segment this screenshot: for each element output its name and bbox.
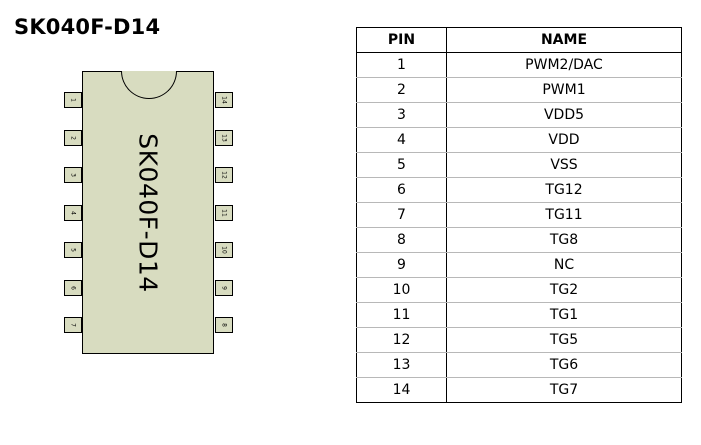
pin-number-cell: 4: [356, 127, 447, 153]
pin-number-cell: 2: [356, 77, 447, 103]
pin-number-cell: 14: [356, 377, 447, 403]
chip-pin: 4: [64, 204, 82, 221]
chip-pin-number: 10: [220, 246, 228, 254]
pin-number-cell: 10: [356, 277, 447, 303]
pin-name-cell: TG12: [446, 177, 682, 203]
pin-name-cell: VDD5: [446, 102, 682, 128]
pin-number-cell: 7: [356, 202, 447, 228]
chip-pin-number: 9: [220, 285, 228, 290]
pin-name-cell: TG7: [446, 377, 682, 403]
pin-table-header-row: PIN NAME: [356, 27, 682, 53]
pin-name-cell: VSS: [446, 152, 682, 178]
chip-pin: 1: [64, 92, 82, 108]
chip-pin-number: 1: [69, 98, 77, 102]
pin-name-cell: PWM2/DAC: [446, 52, 682, 78]
pin-name-cell: TG2: [446, 277, 682, 303]
chip-pin-number: 14: [220, 96, 228, 104]
chip-pin: 13: [215, 129, 233, 146]
chip-pin-number: 5: [69, 248, 77, 252]
pin-name-cell: TG1: [446, 302, 682, 328]
pin-number-cell: 12: [356, 327, 447, 353]
chip-pin: 6: [64, 279, 82, 296]
name-column-header: NAME: [446, 27, 682, 53]
pin-name-cell: TG5: [446, 327, 682, 353]
pin-name-cell: NC: [446, 252, 682, 278]
chip-pin: 12: [215, 167, 233, 183]
chip-pin: 14: [215, 92, 233, 108]
chip-pin: 2: [64, 129, 82, 146]
page-title: SK040F-D14: [14, 15, 161, 39]
pin-column-header: PIN: [356, 27, 447, 53]
pin-name-cell: TG6: [446, 352, 682, 378]
chip-pin: 3: [64, 167, 82, 183]
pin-name-cell: PWM1: [446, 77, 682, 103]
pin-number-cell: 6: [356, 177, 447, 203]
pin-number-cell: 9: [356, 252, 447, 278]
chip-label: SK040F-D14: [133, 132, 163, 293]
chip-pin: 5: [64, 242, 82, 258]
pin-name-cell: VDD: [446, 127, 682, 153]
chip-pin-number: 3: [69, 173, 77, 177]
chip-pin-number: 13: [220, 133, 228, 142]
chip-pin-number: 12: [220, 171, 228, 179]
pin-number-cell: 5: [356, 152, 447, 178]
pin-number-cell: 13: [356, 352, 447, 378]
chip-pin-number: 6: [69, 285, 77, 290]
chip-pin-number: 7: [69, 323, 77, 327]
chip-pin: 8: [215, 317, 233, 333]
chip-body: SK040F-D14: [82, 71, 214, 354]
chip-pin: 10: [215, 242, 233, 258]
chip-pin-number: 4: [69, 210, 77, 215]
chip-pin-number: 2: [69, 135, 77, 140]
chip-notch: [121, 71, 177, 99]
pin-name-cell: TG8: [446, 227, 682, 253]
chip-pin: 7: [64, 317, 82, 333]
chip-pin: 9: [215, 279, 233, 296]
pin-number-cell: 8: [356, 227, 447, 253]
chip-pin-number: 11: [220, 208, 228, 217]
pin-number-cell: 1: [356, 52, 447, 78]
chip-pin: 11: [215, 204, 233, 221]
chip-pin-number: 8: [220, 323, 228, 327]
pin-name-cell: TG11: [446, 202, 682, 228]
pin-number-cell: 3: [356, 102, 447, 128]
pin-number-cell: 11: [356, 302, 447, 328]
